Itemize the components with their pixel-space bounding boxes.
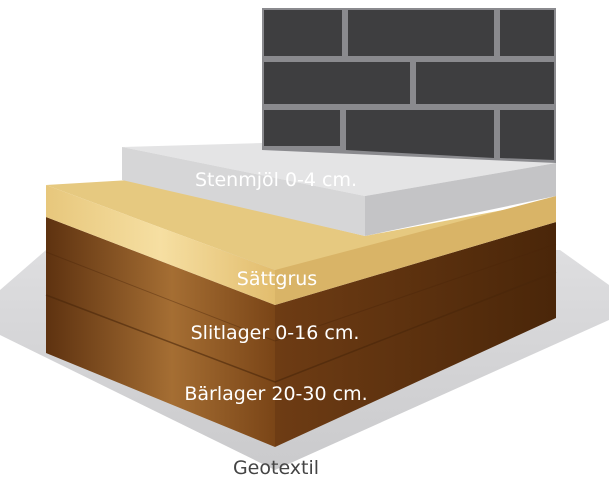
- brick: [346, 110, 494, 158]
- slitlager-label: Slitlager 0-16 cm.: [191, 322, 360, 344]
- slitlager-seam: [45, 271, 557, 383]
- gravel-front-face: [46, 217, 275, 447]
- gravel-seam-2: [45, 243, 557, 342]
- geotextil-label: Geotextil: [233, 457, 319, 479]
- bedding-sand-side: [275, 196, 556, 305]
- brick: [264, 10, 342, 56]
- bedding-sand-front: [46, 185, 275, 305]
- brick: [264, 62, 410, 104]
- brick: [500, 110, 554, 160]
- stenmjol-label: Stenmjöl 0-4 cm.: [195, 169, 357, 191]
- gravel-side-face: [275, 222, 556, 447]
- stone-dust-front: [122, 147, 365, 236]
- brick: [500, 10, 554, 56]
- brick-wall: [262, 8, 556, 163]
- stone-dust-side: [365, 163, 556, 236]
- brick: [416, 62, 554, 104]
- sattgrus-label: Sättgrus: [237, 268, 317, 290]
- brick: [348, 10, 494, 56]
- barlager-label: Bärlager 20-30 cm.: [184, 383, 367, 405]
- bedding-sand-top: [46, 180, 556, 270]
- brick: [264, 110, 340, 146]
